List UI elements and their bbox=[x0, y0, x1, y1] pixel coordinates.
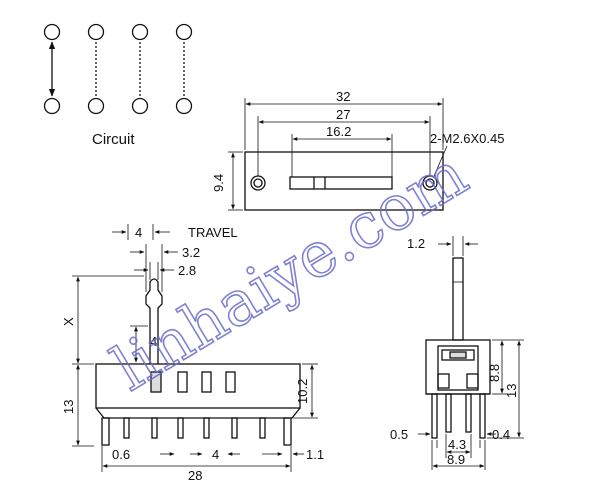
body-window bbox=[225, 371, 236, 393]
body-window bbox=[150, 371, 162, 393]
dim-label-1-2: 1.2 bbox=[407, 236, 425, 251]
travel-value-label: 4 bbox=[135, 225, 142, 240]
dim-label-2-8: 2.8 bbox=[178, 263, 196, 278]
side-actuator bbox=[452, 257, 464, 341]
hole-spec-label: 2-M2.6X0.45 bbox=[430, 131, 504, 146]
body-window bbox=[177, 371, 188, 393]
mounting-plate bbox=[244, 151, 444, 211]
top-view bbox=[228, 98, 448, 211]
dim-label-27: 27 bbox=[336, 107, 350, 122]
front-view bbox=[72, 224, 318, 472]
slot-actuator bbox=[289, 176, 393, 190]
dim-label-3-2: 3.2 bbox=[182, 245, 200, 260]
terminal-pin bbox=[203, 417, 210, 439]
side-pin bbox=[431, 393, 438, 439]
dim-label-28: 28 bbox=[188, 468, 202, 483]
dim-label-0-4: 0.4 bbox=[492, 427, 510, 442]
dim-label-10-2: 10.2 bbox=[295, 379, 310, 404]
terminal-pin bbox=[151, 417, 158, 439]
dim-label-32: 32 bbox=[336, 89, 350, 104]
side-body bbox=[425, 339, 491, 395]
mounting-leg bbox=[283, 417, 292, 446]
terminal-circle bbox=[87, 23, 105, 41]
terminal-circle bbox=[175, 97, 193, 115]
hole-leader bbox=[433, 145, 448, 177]
switch-body bbox=[95, 363, 301, 409]
terminal-circle bbox=[43, 97, 61, 115]
side-window bbox=[466, 373, 479, 389]
body-window bbox=[201, 371, 212, 393]
circuit-title: Circuit bbox=[92, 131, 135, 148]
body-bottom bbox=[95, 407, 301, 419]
dim-label-4-3: 4.3 bbox=[448, 437, 466, 452]
mounting-hole-right-inner bbox=[425, 178, 435, 188]
mounting-leg bbox=[101, 417, 110, 446]
side-body-inner bbox=[437, 345, 479, 391]
side-slot bbox=[441, 349, 475, 361]
terminal-pin bbox=[231, 417, 238, 439]
dim-label-actuator: 4 bbox=[150, 334, 157, 349]
dim-label-13-side: 13 bbox=[504, 384, 519, 398]
dim-label-13: 13 bbox=[61, 400, 76, 414]
terminal-circle bbox=[87, 97, 105, 115]
terminal-circle bbox=[131, 23, 149, 41]
dim-label-pitch: 4 bbox=[212, 447, 219, 462]
dim-label-8-9: 8.9 bbox=[447, 452, 465, 467]
terminal-circle bbox=[131, 97, 149, 115]
mounting-hole-left-inner bbox=[253, 178, 263, 188]
actuator-lever bbox=[145, 278, 163, 364]
dim-label-16-2: 16.2 bbox=[326, 124, 351, 139]
side-window bbox=[437, 373, 450, 389]
side-pin bbox=[445, 393, 452, 433]
terminal-pin bbox=[123, 417, 130, 439]
terminal-pin bbox=[259, 417, 266, 439]
dim-label-8-8: 8.8 bbox=[487, 364, 502, 382]
terminal-circle bbox=[175, 23, 193, 41]
travel-label: TRAVEL bbox=[188, 225, 238, 240]
side-view bbox=[418, 236, 524, 470]
mounting-hole-left bbox=[250, 175, 266, 191]
side-pin bbox=[479, 393, 486, 439]
circuit-diagram bbox=[43, 23, 193, 115]
dim-label-1-1: 1.1 bbox=[306, 447, 324, 462]
side-pin bbox=[465, 393, 472, 433]
dim-label-0-6: 0.6 bbox=[112, 447, 130, 462]
side-slot-detail bbox=[449, 351, 467, 359]
dim-label-0-5: 0.5 bbox=[390, 427, 408, 442]
dim-label-9-4: 9.4 bbox=[211, 174, 226, 192]
terminal-circle bbox=[43, 23, 61, 41]
terminal-pin bbox=[177, 417, 184, 439]
dim-label-x: X bbox=[61, 317, 76, 326]
